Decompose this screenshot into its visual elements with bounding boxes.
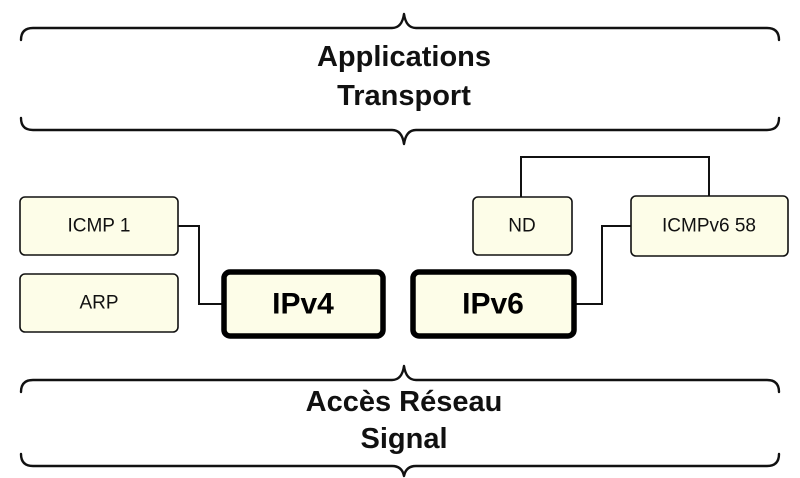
bottom-layer-brace-lower [19,452,781,478]
layer-applications-label: Applications [317,41,491,73]
top-layer-brace-upper [19,12,781,42]
bottom-layer-brace-upper [19,364,781,394]
icmpv6-label: ICMPv6 58 [662,216,756,237]
icmpv6-box [630,195,789,257]
icmp-to-ipv4-connector [178,225,224,305]
ipv6-to-icmpv6-connector [574,225,631,305]
icmp-label: ICMP 1 [67,216,130,237]
arp-box [19,273,179,333]
icmp-box [19,196,179,256]
nd-to-icmpv6-connector [520,156,710,198]
top-layer-brace-lower [19,116,781,146]
arp-label: ARP [79,293,118,314]
ipv4-label: IPv4 [272,288,334,321]
ipv6-label: IPv6 [462,288,524,321]
ipv6-box [410,269,577,339]
layer-signal-label: Signal [360,423,447,455]
ipv4-box [221,269,386,339]
layer-transport-label: Transport [337,80,471,112]
nd-box [472,196,573,256]
layer-acces-reseau-label: Accès Réseau [306,386,503,418]
nd-label: ND [508,216,535,237]
